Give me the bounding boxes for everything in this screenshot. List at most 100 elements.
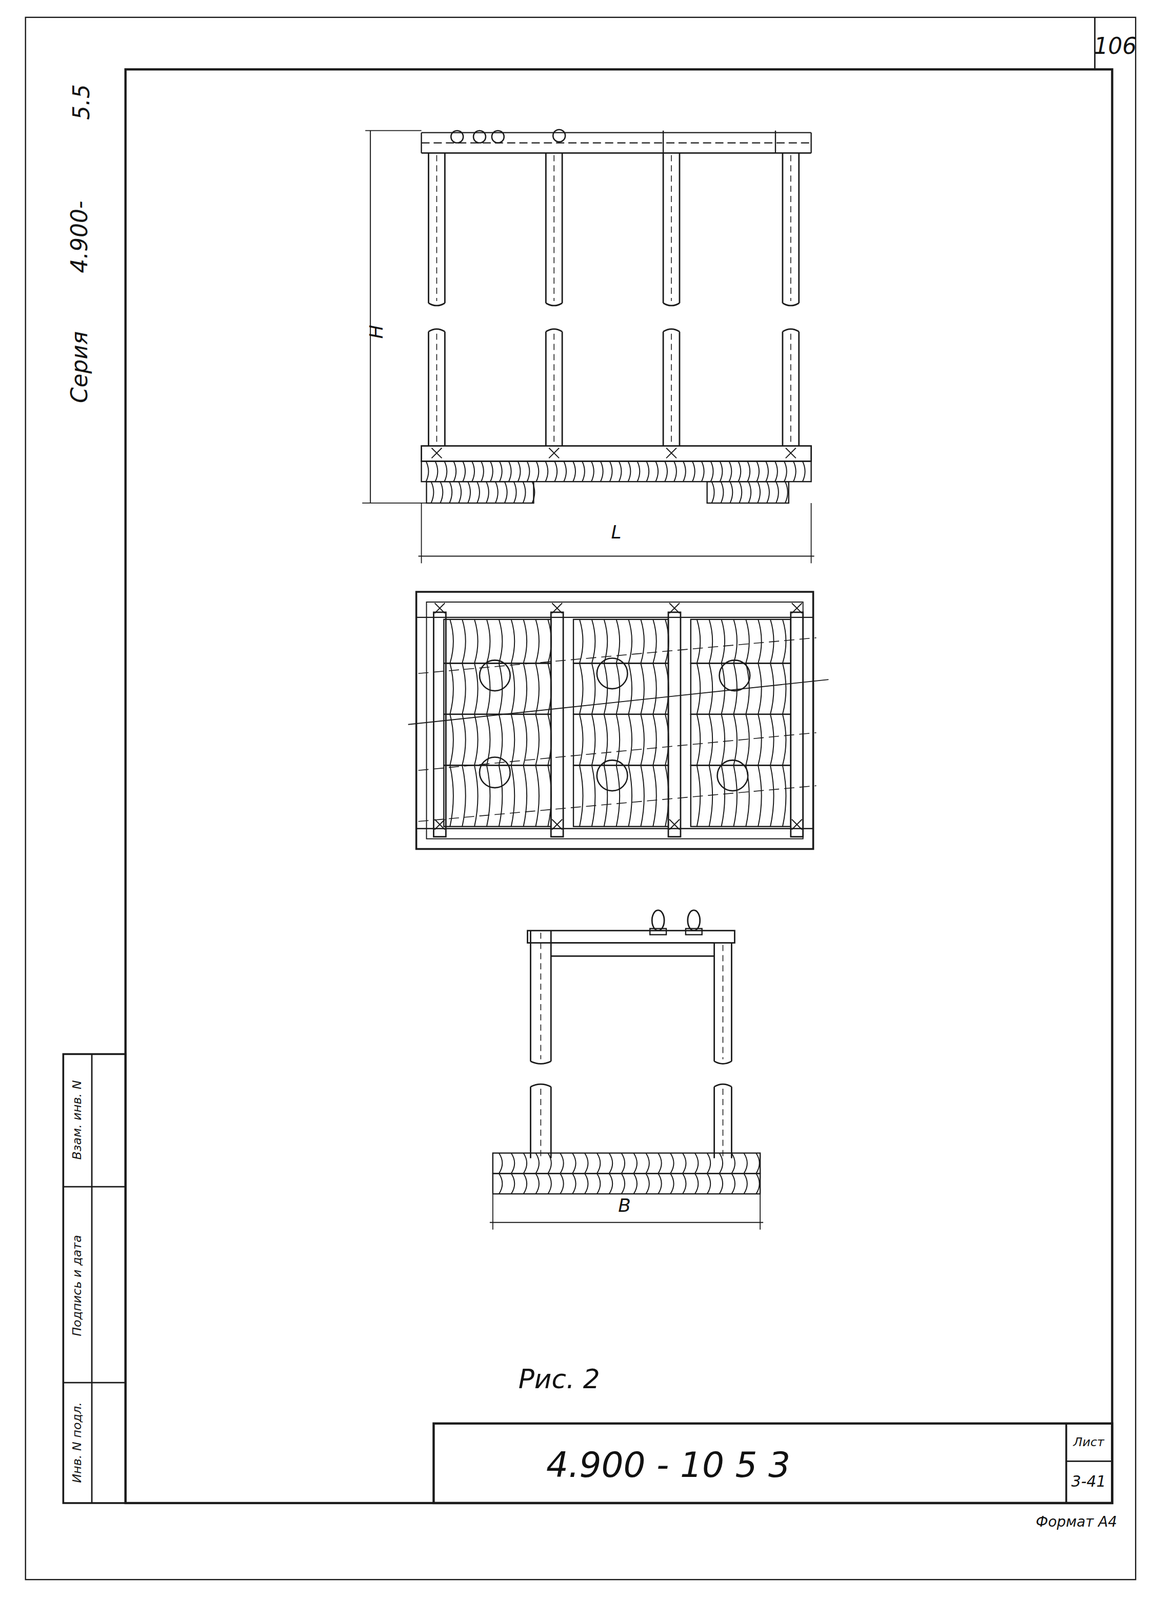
drawing-line: [63, 1186, 126, 1188]
post-axis: [670, 333, 672, 445]
stamp-label: Инв. N подл.: [71, 1402, 84, 1484]
log-ends: [449, 619, 552, 664]
shackle: [651, 910, 665, 931]
drawing-line: [369, 130, 371, 504]
series-number: 4.900-: [68, 200, 91, 273]
drawing-line: [416, 617, 814, 619]
drawing-rect: [25, 17, 1136, 1580]
drawing-line: [791, 819, 803, 830]
post: [530, 930, 551, 1065]
drawing-line: [91, 1053, 93, 1504]
sheet-label: Лист: [1072, 1436, 1104, 1449]
post-outline: [663, 329, 680, 447]
post: [663, 152, 680, 306]
drawing-line: [418, 555, 815, 557]
drawing-line: [489, 1222, 764, 1224]
drawing-line: [791, 819, 803, 830]
drawing-line: [416, 828, 814, 830]
log-texture: [443, 765, 551, 827]
drawing-line: [666, 448, 677, 459]
drawing-line: [418, 732, 817, 771]
hole-circle: [450, 130, 464, 144]
drawing-line: [669, 819, 680, 830]
post: [545, 329, 563, 447]
log-ends: [579, 663, 669, 714]
dimension-label: L: [611, 523, 622, 543]
drawing-rect: [63, 1053, 126, 1504]
log-row: [573, 619, 669, 664]
drawing-line: [548, 448, 560, 459]
log-texture: [707, 481, 789, 504]
post-axis: [553, 154, 555, 302]
post-outline: [545, 152, 563, 306]
post-axis: [553, 333, 555, 445]
log-ends: [579, 619, 669, 664]
drawing-rect: [433, 1423, 1112, 1504]
drawing-line: [551, 603, 563, 614]
series-issue: 5.5: [70, 84, 93, 121]
drawing-line: [434, 603, 445, 614]
drawing-line: [810, 503, 812, 564]
post: [714, 943, 732, 1065]
hole-circle: [552, 129, 566, 143]
shackle: [687, 910, 701, 931]
log-texture: [443, 619, 551, 664]
log-row: [443, 663, 551, 714]
sheet-number: 106: [1093, 34, 1138, 58]
hole-circle: [473, 130, 486, 144]
drawing-line: [759, 1194, 761, 1230]
log-row: [421, 461, 812, 482]
log-ends: [711, 481, 788, 504]
post: [782, 152, 800, 306]
post-axis: [790, 154, 792, 302]
stamp-label: Подпись и дата: [71, 1235, 84, 1337]
series-label: Серия: [68, 331, 91, 404]
post: [663, 329, 680, 447]
drawing-rect: [433, 612, 446, 838]
post-axis: [540, 932, 542, 1060]
drawing-rect: [685, 928, 703, 935]
drawing-line: [418, 785, 817, 822]
stamp-label: Взам. инв. N: [71, 1080, 84, 1161]
drawing-line: [434, 819, 445, 830]
drawing-rect: [527, 930, 735, 944]
drawing-line: [774, 130, 777, 154]
post-outline: [530, 1084, 551, 1159]
hole-circle: [479, 660, 511, 691]
post: [714, 1084, 732, 1159]
log-texture: [421, 461, 812, 482]
post-outline: [428, 329, 446, 447]
log-ends: [579, 714, 669, 766]
post-outline: [545, 329, 563, 447]
log-row: [426, 481, 534, 504]
log-ends: [499, 1173, 760, 1195]
drawing-line: [551, 603, 563, 614]
post-outline: [663, 152, 680, 306]
log-texture: [443, 663, 551, 714]
log-ends: [697, 765, 787, 827]
drawing-line: [551, 819, 563, 830]
dimension-label: B: [618, 1197, 631, 1216]
drawing-line: [551, 819, 563, 830]
drawing-rect: [426, 602, 804, 840]
hole-circle: [717, 760, 749, 791]
drawing-line: [550, 955, 714, 958]
log-row: [573, 663, 669, 714]
hole-circle: [479, 757, 511, 788]
log-row: [573, 765, 669, 827]
drawing-line: [550, 942, 714, 944]
format-note: Формат А4: [1036, 1515, 1118, 1530]
drawing-rect: [550, 612, 564, 838]
drawing-line: [791, 603, 803, 614]
post-axis: [540, 1088, 542, 1157]
drawing-line: [492, 1194, 494, 1230]
drawing-line: [431, 448, 443, 459]
drawing-rect: [790, 612, 804, 838]
post-axis: [722, 945, 724, 1060]
drawing-line: [421, 503, 423, 564]
drawing-line: [791, 603, 803, 614]
drawing-line: [431, 448, 443, 459]
drawing-line: [669, 603, 680, 614]
